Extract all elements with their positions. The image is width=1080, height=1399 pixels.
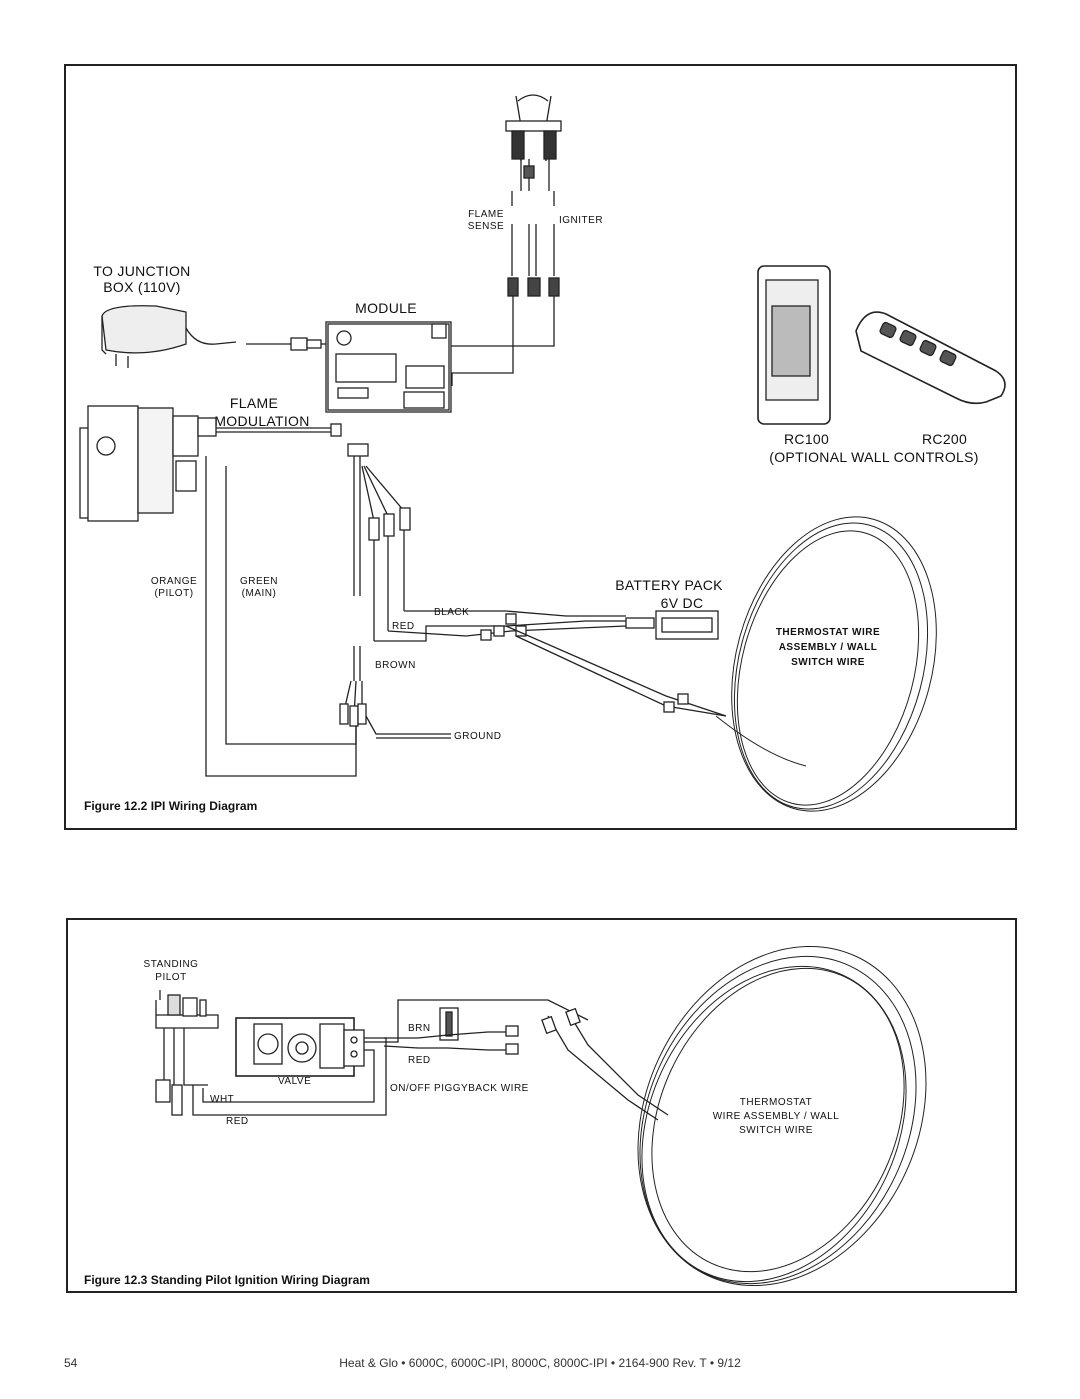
label-thermostat-wire-2: ASSEMBLY / WALL bbox=[778, 642, 878, 653]
label-red-lower: RED bbox=[226, 1116, 249, 1127]
label-pilot: (PILOT) bbox=[154, 588, 194, 599]
standing-thermostat-coil bbox=[637, 945, 927, 1287]
label-valve: VALVE bbox=[278, 1076, 312, 1087]
thermostat-wire-coil bbox=[715, 516, 937, 812]
footer-text: Heat & Glo • 6000C, 6000C-IPI, 8000C, 80… bbox=[339, 1356, 741, 1370]
igniter-assembly bbox=[505, 94, 562, 297]
label-thermostat-wire-1: THERMOSTAT WIRE bbox=[775, 627, 881, 638]
figure-12-2-caption: Figure 12.2 IPI Wiring Diagram bbox=[84, 799, 258, 813]
label-main: (MAIN) bbox=[241, 588, 277, 599]
label-flame-sense-1: FLAME bbox=[468, 209, 504, 220]
label-green: GREEN bbox=[239, 576, 279, 587]
label-to-junction: TO JUNCTION bbox=[93, 263, 191, 279]
lower-harness bbox=[339, 646, 451, 735]
label-red-piggyback: RED bbox=[408, 1055, 431, 1066]
piggyback-connector bbox=[439, 1007, 459, 1041]
label-standing-pilot: PILOT bbox=[155, 972, 187, 983]
rc200-remote bbox=[855, 311, 1006, 405]
label-orange: ORANGE bbox=[150, 576, 198, 587]
page-number: 54 bbox=[64, 1356, 78, 1370]
label-modulation: MODULATION bbox=[214, 413, 310, 429]
label-standing: STANDING bbox=[143, 959, 199, 970]
label-black: BLACK bbox=[434, 607, 470, 618]
label-rc200: RC200 bbox=[922, 431, 968, 447]
label-red: RED bbox=[392, 621, 415, 632]
ipi-wiring-artwork bbox=[79, 94, 1006, 812]
ignition-module bbox=[325, 321, 452, 413]
label-thermostat-2: WIRE ASSEMBLY / WALL bbox=[712, 1111, 840, 1122]
label-wht: WHT bbox=[210, 1094, 235, 1105]
rc100-wall-control bbox=[757, 265, 831, 425]
label-ground: GROUND bbox=[454, 731, 502, 742]
battery-pack bbox=[655, 610, 719, 640]
label-module: MODULE bbox=[355, 300, 417, 316]
gas-valve bbox=[79, 405, 217, 522]
label-optional-wall-controls: (OPTIONAL WALL CONTROLS) bbox=[769, 449, 979, 465]
label-brn: BRN bbox=[408, 1023, 431, 1034]
label-brown: BROWN bbox=[375, 660, 416, 671]
label-igniter: IGNITER bbox=[559, 215, 604, 226]
label-flame-sense-2: SENSE bbox=[467, 221, 505, 232]
label-flame: FLAME bbox=[229, 395, 279, 411]
standing-pilot-assembly bbox=[155, 990, 219, 1116]
label-thermostat-1: THERMOSTAT bbox=[739, 1097, 813, 1108]
label-box-110v: BOX (110V) bbox=[103, 279, 181, 295]
label-thermostat-3: SWITCH WIRE bbox=[739, 1125, 813, 1136]
wire-harness bbox=[347, 443, 411, 641]
power-adapter bbox=[101, 305, 237, 368]
label-piggyback-wire: ON/OFF PIGGYBACK WIRE bbox=[390, 1083, 529, 1094]
label-rc100: RC100 bbox=[784, 431, 830, 447]
figure-12-3-caption: Figure 12.3 Standing Pilot Ignition Wiri… bbox=[84, 1273, 370, 1287]
standing-pilot-valve bbox=[235, 1017, 365, 1077]
label-thermostat-wire-3: SWITCH WIRE bbox=[791, 657, 865, 668]
label-6v-dc: 6V DC bbox=[660, 595, 704, 611]
standing-pilot-artwork bbox=[155, 945, 927, 1287]
label-battery-pack: BATTERY PACK bbox=[615, 577, 723, 593]
standing-pilot-wiring-frame: STANDING PILOT VALVE WHT RED BRN RED ON/… bbox=[66, 918, 1017, 1293]
ipi-wiring-diagram-frame: TO JUNCTION BOX (110V) MODULE FLAME MODU… bbox=[64, 64, 1017, 830]
